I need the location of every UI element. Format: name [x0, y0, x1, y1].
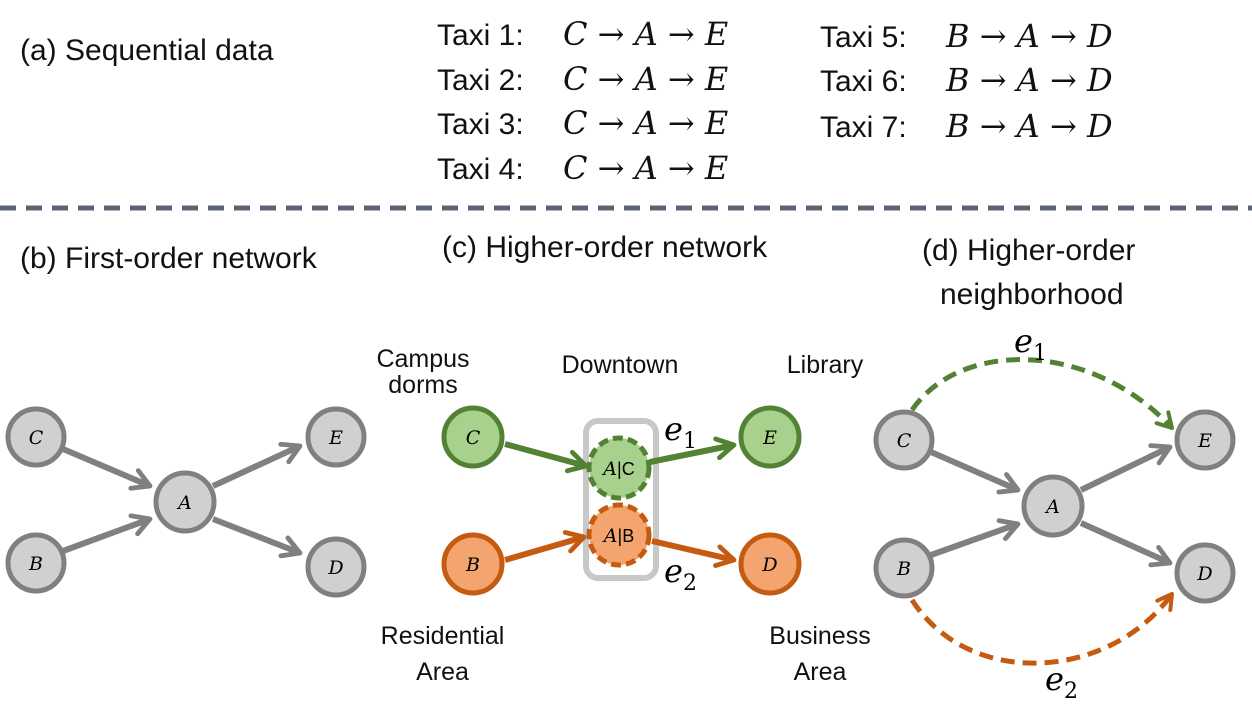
- node-a-given-c: A|C: [586, 435, 652, 501]
- node-label-variable: A: [602, 525, 618, 547]
- place-label-campus-dorms: Campus dorms: [368, 342, 478, 402]
- edge-e2-curve: [909, 592, 1175, 666]
- edge-label-subscript: 2: [683, 571, 697, 596]
- edge-label-e1: e1: [1014, 322, 1047, 366]
- edge-b-a: [61, 513, 153, 554]
- edge-label-e1: e1: [664, 410, 697, 454]
- downtown-grouping-box: [583, 418, 659, 581]
- edge-c-a: [929, 449, 1021, 495]
- edge-label-variable: e: [664, 552, 683, 590]
- taxi-label: Taxi 5:: [820, 21, 907, 54]
- edge-label-subscript: 2: [1064, 679, 1078, 704]
- taxi-route: B → A → D: [946, 107, 1113, 145]
- place-label-downtown: Downtown: [561, 351, 679, 379]
- edge-c-ac: [504, 441, 589, 474]
- taxi-route: B → A → D: [946, 61, 1113, 99]
- node-label: E: [328, 427, 343, 449]
- node-label: B: [896, 558, 911, 580]
- edge-ac-e: [649, 436, 737, 465]
- node-label: E: [762, 427, 777, 449]
- taxi-route: C → A → E: [563, 149, 729, 187]
- node-label: B: [465, 554, 480, 576]
- edge-ab-d: [651, 538, 737, 568]
- higher-order-neighborhood: C B A E D e1 e2: [873, 322, 1236, 704]
- node-label-condition: |C: [617, 459, 635, 479]
- node-label: D: [327, 557, 343, 579]
- panel-d-title-line2: neighborhood: [940, 278, 1124, 311]
- edge-label-subscript: 1: [1033, 341, 1047, 366]
- edge-e1-curve: [909, 357, 1174, 430]
- taxi-label: Taxi 3:: [437, 108, 524, 141]
- node-label: A: [176, 492, 192, 514]
- node-a: A: [1021, 474, 1085, 538]
- taxi-label: Taxi 2:: [437, 64, 524, 97]
- edge-label-variable: e: [664, 410, 683, 448]
- panel-a-title: (a) Sequential data: [20, 34, 274, 67]
- node-d: D: [1174, 542, 1236, 604]
- node-label-condition: |B: [618, 526, 635, 546]
- edge-b-ab: [504, 530, 587, 563]
- node-label: C: [466, 427, 481, 449]
- node-label: A|C: [601, 458, 634, 480]
- edge-b-a: [929, 518, 1021, 558]
- panel-d-title-line1: (d) Higher-order: [922, 234, 1136, 267]
- node-b: B: [5, 532, 67, 594]
- edge-a-e: [1079, 443, 1173, 493]
- node-e: E: [305, 406, 367, 468]
- node-label: D: [761, 554, 777, 576]
- edge-c-a: [61, 446, 153, 491]
- edge-label-subscript: 1: [683, 429, 697, 454]
- node-label: B: [28, 553, 43, 575]
- node-label: E: [1197, 430, 1212, 452]
- node-d-orange: D: [738, 532, 802, 596]
- panel-b-title: (b) First-order network: [20, 242, 317, 275]
- node-a-given-b: A|B: [586, 502, 652, 568]
- taxi-route: C → A → E: [563, 60, 729, 98]
- node-a: A: [153, 470, 217, 534]
- node-label: C: [897, 430, 912, 452]
- node-b-orange: B: [441, 532, 505, 596]
- node-c-green: C: [441, 405, 505, 469]
- node-label: D: [1196, 563, 1212, 585]
- edge-label-e2: e2: [1045, 660, 1078, 704]
- panel-c-title: (c) Higher-order network: [442, 231, 768, 264]
- place-label-residential-area: Residential Area: [365, 618, 520, 690]
- node-label-variable: A: [601, 458, 617, 480]
- taxi-label: Taxi 1:: [437, 19, 524, 52]
- first-order-network: C B A E D: [5, 406, 367, 598]
- node-c: C: [873, 409, 935, 471]
- edge-label-e2: e2: [664, 552, 697, 596]
- edge-label-variable: e: [1014, 322, 1033, 360]
- taxi-label: Taxi 4:: [437, 153, 524, 186]
- taxi-route: C → A → E: [563, 104, 729, 142]
- place-label-line: Campus: [376, 345, 470, 373]
- node-b: B: [873, 537, 935, 599]
- place-label-business-area: Business Area: [750, 618, 890, 690]
- place-label-line: Area: [793, 658, 847, 686]
- node-label: C: [29, 427, 44, 449]
- node-label: A: [1044, 496, 1060, 518]
- edge-a-d: [1079, 520, 1173, 568]
- node-label: A|B: [602, 525, 634, 547]
- node-e-green: E: [738, 405, 802, 469]
- taxi-route: B → A → D: [946, 17, 1113, 55]
- node-d: D: [305, 536, 367, 598]
- taxi-label: Taxi 6:: [820, 65, 907, 98]
- place-label-line: Area: [416, 658, 469, 686]
- taxi-label: Taxi 7:: [820, 111, 907, 144]
- node-c: C: [5, 406, 67, 468]
- place-label-library: Library: [786, 351, 864, 379]
- higher-order-network: C B A|C A|B E D e1 e2: [441, 405, 802, 596]
- place-label-line: Business: [769, 622, 871, 650]
- edge-a-d: [211, 516, 303, 559]
- taxi-route: C → A → E: [563, 15, 729, 53]
- edge-a-e: [211, 441, 303, 489]
- edge-label-variable: e: [1045, 660, 1064, 698]
- node-e: E: [1174, 409, 1236, 471]
- place-label-line: Residential: [380, 622, 505, 650]
- place-label-line: dorms: [388, 371, 458, 399]
